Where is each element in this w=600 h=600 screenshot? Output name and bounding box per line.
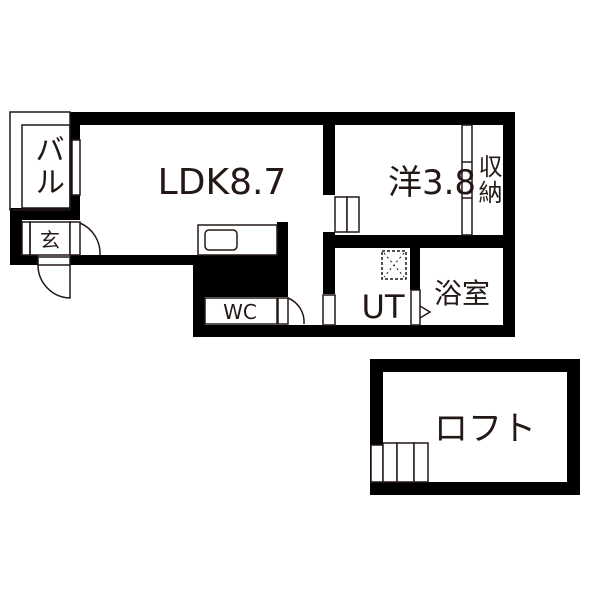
wc-door-swing: [287, 297, 305, 325]
wc-room: [204, 297, 278, 325]
room-label-storage: 収納: [474, 154, 502, 206]
western-room-door: [334, 196, 348, 233]
room-label-balcony: バル: [29, 134, 64, 198]
entrance-door-swing: [79, 222, 101, 256]
fixtures: [9, 111, 473, 326]
loft-ladder: [370, 442, 429, 483]
bath-door-arrow: [419, 305, 432, 319]
balcony-window: [71, 139, 81, 196]
room-label-loft: ロフト: [434, 409, 536, 449]
room-label-utility: UT: [361, 288, 405, 326]
bath-door: [410, 289, 421, 326]
front-door-swing: [37, 264, 71, 299]
room-label-entrance: 玄: [40, 228, 60, 252]
room-label-western: 洋3.8: [387, 163, 477, 203]
kitchen-counter: [197, 224, 278, 256]
washer-space: [381, 250, 407, 280]
room-label-wc: WC: [223, 300, 257, 324]
kitchen-sink: [204, 229, 238, 251]
loft-plan: [370, 359, 580, 495]
room-label-ldk: LDK8.7: [157, 162, 287, 203]
closet-door: [461, 124, 473, 236]
room-label-bath: 浴室: [433, 277, 491, 310]
